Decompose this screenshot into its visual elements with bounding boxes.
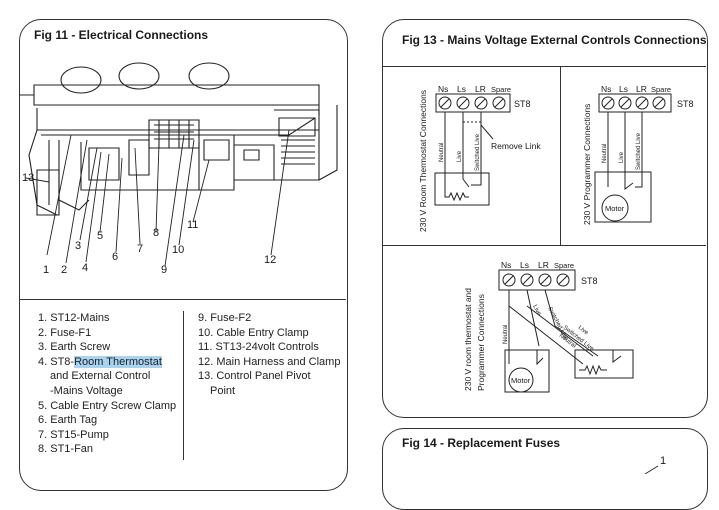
legend-right-item: 11. ST13-24volt Controls [198, 341, 319, 354]
wire-switched-b: Switched Live [636, 132, 642, 170]
wire-neutral-b: Neutral [602, 144, 608, 163]
motor-label-b: Motor [605, 204, 625, 213]
panel-c-label-1: 230 V room thermostat and [463, 288, 473, 391]
callout-6: 6 [112, 251, 118, 263]
fig14-title: Fig 14 - Replacement Fuses [402, 436, 561, 450]
connector-st8-a: ST8 [514, 99, 531, 109]
terminal-ns-label-c: Ns [501, 260, 511, 270]
legend-right-item: 9. Fuse-F2 [198, 312, 252, 324]
terminal-lr-label-b: LR [636, 84, 647, 94]
motor-label-c: Motor [511, 376, 531, 385]
terminal-ls-label: Ls [457, 84, 466, 94]
legend-left-item: 2. Fuse-F1 [38, 326, 92, 339]
callout-4: 4 [82, 262, 88, 274]
callout-10: 10 [172, 244, 184, 256]
fig13-grid-h2 [383, 245, 706, 246]
callout-8: 8 [153, 227, 159, 239]
terminal-spare-label-b: Spare [651, 85, 671, 94]
panel-c-label-2: Programmer Connections [476, 294, 486, 391]
panel-b-label: 230 V Programmer Connections [582, 104, 592, 225]
wire-neutral-c: Neutral [503, 325, 509, 344]
legend-left-item: 1. ST12-Mains [38, 312, 110, 324]
fig11-divider [20, 299, 346, 300]
callout-1: 1 [43, 264, 49, 276]
terminal-spare-label: Spare [491, 85, 511, 94]
wire-live-b: Live [619, 151, 625, 163]
panel-room-thermostat: 230 V Room Thermostat Connections Ns Ls … [418, 84, 541, 232]
callout-2: 2 [61, 264, 67, 276]
legend-column-divider [183, 311, 184, 460]
fig13-panel [382, 19, 708, 418]
legend-right-item: Point [210, 384, 236, 397]
fig14-callout-1: 1 [660, 455, 666, 467]
wire-switched-a: Switched Live [475, 133, 481, 171]
legend-left-item: 7. ST15-Pump [38, 428, 109, 441]
legend-left-item: and External Control [50, 370, 151, 383]
legend-right-item: 13. Control Panel Pivot [198, 370, 311, 383]
wire-live-c: Live [531, 304, 542, 317]
legend-left-item: 6. Earth Tag [38, 414, 98, 427]
fig14-drawing: 1 [644, 455, 666, 474]
fig13-grid-h1 [383, 66, 706, 67]
panel-combined: 230 V room thermostat and Programmer Con… [463, 260, 634, 393]
connector-st8-b: ST8 [677, 99, 694, 109]
panel-a-label: 230 V Room Thermostat Connections [418, 90, 428, 232]
remove-link-label: Remove Link [491, 141, 541, 151]
legend-left-item: -Mains Voltage [50, 384, 123, 397]
terminal-ns-label: Ns [438, 84, 448, 94]
terminal-ls-label-c: Ls [520, 260, 529, 270]
legend-left-item: 8. ST1-Fan [38, 443, 94, 456]
wire-neutral-a: Neutral [439, 143, 445, 162]
legend-left-item: 4. ST8-Room Thermostat [38, 355, 176, 370]
legend-right-item: 10. Cable Entry Clamp [198, 326, 309, 339]
legend-right: 9. Fuse-F2 10. Cable Entry Clamp 11. ST13-… [198, 311, 340, 399]
terminal-lr-label-c: LR [538, 260, 549, 270]
callout-7: 7 [137, 243, 143, 255]
callout-11: 11 [187, 219, 198, 231]
callout-9: 9 [161, 264, 167, 276]
legend-left-item: 5. Cable Entry Screw Clamp [38, 399, 177, 412]
connector-st8-c: ST8 [581, 276, 598, 286]
wire-live-a: Live [457, 150, 463, 162]
legend-item-highlight: Room Thermostat [74, 355, 162, 368]
legend-left-item: 3. Earth Screw [38, 341, 111, 354]
legend-right-item: 12. Main Harness and Clamp [198, 355, 341, 368]
terminal-ls-label-b: Ls [619, 84, 628, 94]
fig11-drawing: 1 2 3 4 5 6 7 8 9 10 11 12 13 [19, 62, 338, 276]
wire-live-c2: Live [577, 325, 590, 337]
callout-5: 5 [97, 230, 103, 242]
terminal-lr-label: LR [475, 84, 486, 94]
callout-13: 13 [22, 172, 34, 184]
fig13-grid-v [560, 66, 561, 245]
panel-programmer: 230 V Programmer Connections Ns Ls LR Sp… [582, 84, 694, 225]
callout-12: 12 [264, 254, 276, 266]
legend-item-prefix: 4. ST8- [38, 355, 75, 368]
terminal-spare-label-c: Spare [554, 261, 574, 270]
fig13-title: Fig 13 - Mains Voltage External Controls… [402, 33, 707, 47]
callout-3: 3 [75, 240, 81, 252]
terminal-ns-label-b: Ns [601, 84, 611, 94]
fig11-title: Fig 11 - Electrical Connections [34, 28, 209, 42]
